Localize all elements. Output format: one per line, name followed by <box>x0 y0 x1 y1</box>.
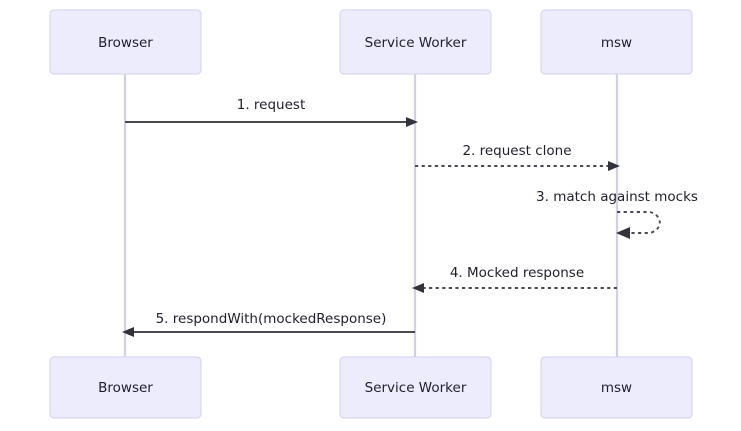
actor-box-rect-browser-bottom <box>49 356 202 419</box>
message-5-respond-with: 5. respondWith(mockedResponse) <box>122 311 415 337</box>
actor-label-browser-bottom: Browser <box>98 380 153 396</box>
message-3-label: 3. match against mocks <box>536 189 698 205</box>
actor-box-msw-top[interactable]: msw <box>540 9 693 75</box>
actor-box-browser-bottom[interactable]: Browser <box>49 356 202 419</box>
actor-boxes-top: Browser Service Worker msw <box>49 9 693 75</box>
message-1-arrowhead <box>406 117 418 127</box>
message-4-arrowhead <box>412 283 424 293</box>
actor-box-msw-bottom[interactable]: msw <box>540 356 693 419</box>
actor-box-service-worker-bottom[interactable]: Service Worker <box>339 356 492 419</box>
actor-box-browser-top[interactable]: Browser <box>49 9 202 75</box>
actor-box-rect-msw-top <box>540 9 693 75</box>
message-3-match-against-mocks: 3. match against mocks <box>536 189 698 239</box>
actor-box-rect-browser-top <box>49 9 202 75</box>
message-1-request: 1. request <box>125 97 418 127</box>
message-3-arrowhead <box>616 227 630 239</box>
actor-box-service-worker-top[interactable]: Service Worker <box>339 9 492 75</box>
message-4-label: 4. Mocked response <box>450 265 584 281</box>
actor-label-msw-bottom: msw <box>601 380 632 396</box>
message-1-label: 1. request <box>237 97 306 113</box>
message-5-label: 5. respondWith(mockedResponse) <box>156 311 387 327</box>
actor-box-rect-service-worker-top <box>339 9 492 75</box>
message-3-self-loop-path <box>617 211 661 234</box>
actor-box-rect-msw-bottom <box>540 356 693 419</box>
message-4-mocked-response: 4. Mocked response <box>412 265 617 293</box>
message-2-label: 2. request clone <box>462 143 571 159</box>
actor-label-service-worker-top: Service Worker <box>365 35 467 51</box>
message-5-arrowhead <box>122 327 134 337</box>
message-2-arrowhead <box>608 161 620 171</box>
actor-label-browser-top: Browser <box>98 35 153 51</box>
actor-boxes-bottom: Browser Service Worker msw <box>49 356 693 419</box>
actor-label-msw-top: msw <box>601 35 632 51</box>
actor-box-rect-service-worker-bottom <box>339 356 492 419</box>
actor-label-service-worker-bottom: Service Worker <box>365 380 467 396</box>
message-2-request-clone: 2. request clone <box>415 143 620 171</box>
